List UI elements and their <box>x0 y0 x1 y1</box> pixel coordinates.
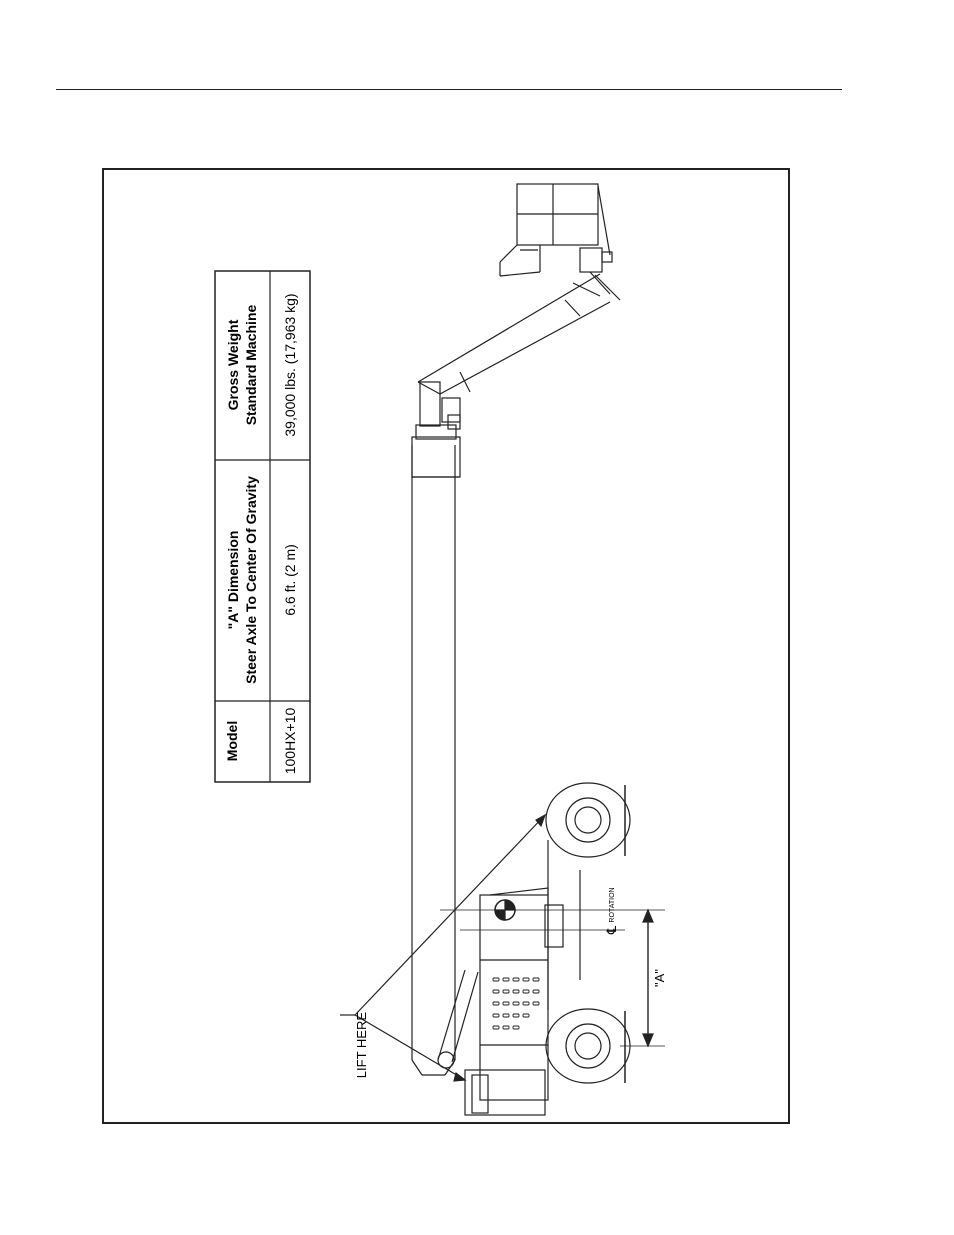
steer-wheel <box>546 1009 630 1083</box>
lift-lines <box>340 815 545 1081</box>
cell-model: 100HX+10 <box>282 708 298 775</box>
center-of-gravity-marker <box>440 900 665 920</box>
lift-here-label: LIFT HERE <box>354 1012 369 1079</box>
header-a-dimension-line2: Steer Axle To Center Of Gravity <box>243 476 259 684</box>
header-model: Model <box>224 721 240 761</box>
header-a-dimension-line1: "A" Dimension <box>225 531 241 630</box>
lift-cylinder <box>438 970 478 1068</box>
jib-arm <box>418 274 610 429</box>
rotation-label: ROTATION <box>609 887 616 922</box>
header-gross-weight-line2: Standard Machine <box>243 305 259 426</box>
cab-grille <box>493 978 539 1029</box>
platform-basket <box>500 184 620 300</box>
header-gross-weight-line1: Gross Weight <box>225 319 241 410</box>
cell-gross-weight: 39,000 lbs. (17,963 kg) <box>282 293 298 436</box>
telescopic-boom <box>412 425 460 1075</box>
rear-wheel <box>546 783 630 857</box>
a-dimension-label: "A" <box>652 969 667 987</box>
cell-a-dimension: 6.6 ft. (2 m) <box>282 544 298 616</box>
centerline-symbol: ℄ <box>604 925 619 935</box>
